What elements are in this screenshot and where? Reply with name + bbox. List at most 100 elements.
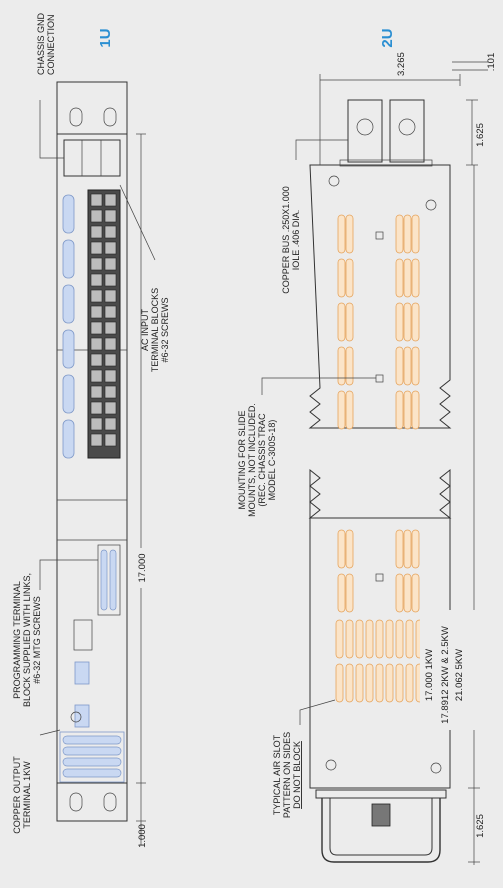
mounting-line-3: (REC. CHASSIS TRAC xyxy=(257,413,267,507)
air-slot xyxy=(365,619,374,659)
dimension-length: 17.000 1KW 17.8912 2KW & 2.5KW 21.062 5K… xyxy=(420,165,482,789)
terminal-screw xyxy=(90,385,103,399)
air-slot xyxy=(411,346,420,386)
air-slot xyxy=(403,390,412,430)
dimension-1-000: 1.000 xyxy=(136,783,148,848)
chassis-2u-rear xyxy=(308,164,452,429)
air-slot xyxy=(335,663,344,703)
terminal-screw xyxy=(104,225,117,239)
terminal-screw xyxy=(104,209,117,223)
dimension-17-000: 17.000 xyxy=(135,133,149,784)
programming-line-1: PROGRAMMING TERMINAL xyxy=(12,581,22,699)
air-slot xyxy=(403,258,412,298)
terminal-screw xyxy=(90,225,103,239)
air-slot-line-3: DO NOT BLOCK xyxy=(292,741,302,809)
air-slot-line-1: TYPICAL AIR SLOT xyxy=(272,734,282,815)
terminal-screw xyxy=(90,209,103,223)
terminal-screw xyxy=(90,353,103,367)
blue-slot-column xyxy=(62,194,75,459)
terminal-screw xyxy=(90,241,103,255)
copper-bus-bars xyxy=(339,99,433,167)
dim-bottom-1625-label: 1.625 xyxy=(475,814,486,838)
terminal-screw xyxy=(104,257,117,271)
ac-input-line-1: AC INPUT xyxy=(140,309,150,352)
terminal-screw xyxy=(104,289,117,303)
copper-bus-line-2: IOLE .406 DIA. xyxy=(291,210,301,271)
terminal-screw xyxy=(90,337,103,351)
air-slot xyxy=(337,573,346,613)
terminal-screw xyxy=(104,433,117,447)
air-slot xyxy=(411,302,420,342)
terminal-screw xyxy=(90,289,103,303)
terminal-screw xyxy=(104,417,117,431)
terminal-screw xyxy=(90,193,103,207)
air-slot xyxy=(395,302,404,342)
air-slot xyxy=(403,346,412,386)
terminal-screw xyxy=(90,369,103,383)
air-slot xyxy=(411,390,420,430)
air-slot xyxy=(403,302,412,342)
copper-output-line-1: COPPER OUTPUT xyxy=(12,756,22,834)
ac-input-line-3: #6-32 SCREWS xyxy=(160,297,170,362)
view-label-1u: 1U xyxy=(97,28,114,47)
terminal-screw xyxy=(90,305,103,319)
dim-length-1kw: 17.000 1KW xyxy=(424,649,435,701)
air-slot xyxy=(395,619,404,659)
dimension-101: .101 xyxy=(452,53,497,71)
ac-terminal-block xyxy=(87,189,121,459)
air-slot xyxy=(405,619,414,659)
chassis-1u xyxy=(56,133,128,784)
air-slot xyxy=(335,619,344,659)
air-slot xyxy=(337,302,346,342)
air-slot xyxy=(403,529,412,569)
front-handle xyxy=(315,789,447,863)
air-slot xyxy=(345,214,354,254)
air-slot xyxy=(345,258,354,298)
air-slot xyxy=(345,663,354,703)
air-slot xyxy=(345,390,354,430)
terminal-screw xyxy=(90,257,103,271)
air-slot xyxy=(395,529,404,569)
dim-17000-label: 17.000 xyxy=(137,553,148,582)
air-slot xyxy=(375,663,384,703)
air-slot xyxy=(345,573,354,613)
air-slot xyxy=(337,529,346,569)
air-slot xyxy=(345,302,354,342)
view-2u: 3.265 .101 1.625 17.000 1KW 17.8912 2KW … xyxy=(237,28,497,865)
terminal-screw xyxy=(104,241,117,255)
air-slot xyxy=(337,346,346,386)
terminal-screw xyxy=(90,417,103,431)
air-slot xyxy=(385,619,394,659)
chassis-2u-front xyxy=(308,468,452,789)
dimension-bottom-1-625: 1.625 xyxy=(468,788,486,865)
air-slot xyxy=(345,619,354,659)
terminal-screw xyxy=(90,401,103,415)
air-slot xyxy=(337,390,346,430)
air-slot xyxy=(395,390,404,430)
terminal-screw xyxy=(90,321,103,335)
copper-bus-line-1: COPPER BUS .250X1.000 xyxy=(281,186,291,294)
view-label-2u: 2U xyxy=(379,28,396,47)
terminal-screw xyxy=(104,305,117,319)
terminal-screw xyxy=(90,273,103,287)
terminal-screw xyxy=(104,193,117,207)
view-1u: 17.000 1.000 CHASSIS GND CONNECTION AC I… xyxy=(12,12,170,847)
terminal-screw xyxy=(104,369,117,383)
air-slot xyxy=(403,573,412,613)
dim-length-5kw: 21.062 5KW xyxy=(454,649,465,701)
air-slot xyxy=(395,346,404,386)
bottom-mounting-ear xyxy=(56,782,128,822)
terminal-screw xyxy=(104,353,117,367)
terminal-screw xyxy=(104,337,117,351)
air-slot xyxy=(337,258,346,298)
terminal-screw xyxy=(104,273,117,287)
air-slot xyxy=(395,573,404,613)
copper-output-line-2: TERMINAL 1KW xyxy=(22,761,32,829)
air-slot xyxy=(395,663,404,703)
dimension-3-265: 3.265 xyxy=(319,52,461,165)
air-slot-pattern xyxy=(335,214,424,703)
air-slot xyxy=(355,663,364,703)
air-slot-line-2: PATTERN ON SIDES xyxy=(282,732,292,818)
